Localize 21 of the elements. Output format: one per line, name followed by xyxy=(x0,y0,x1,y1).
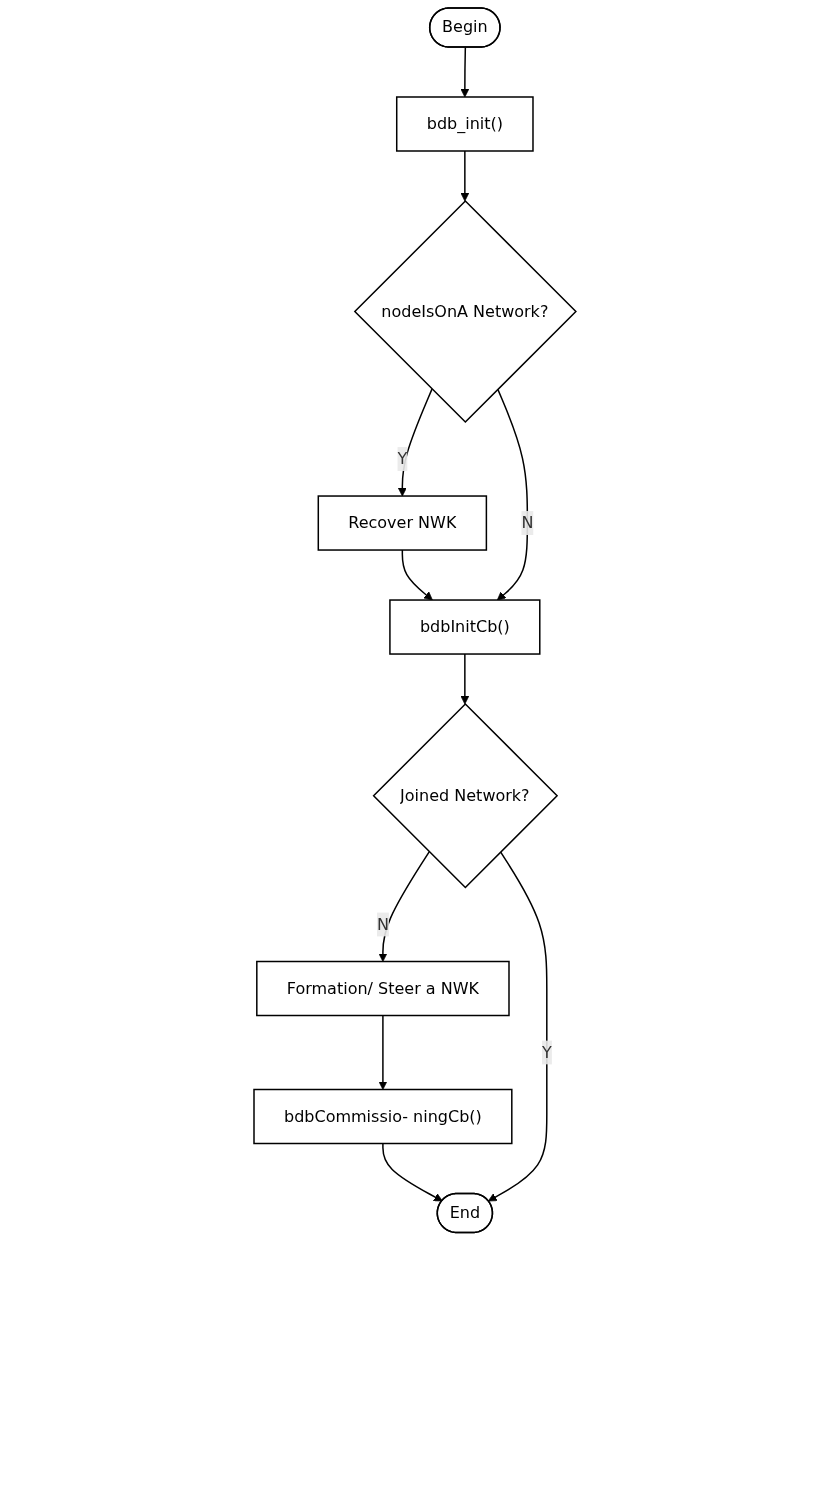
node-diamond: nodeIsOnA Network? xyxy=(353,199,577,424)
edge-label: N xyxy=(376,914,389,934)
node-box: bdbCommissio- ningCb() xyxy=(253,1088,513,1145)
arrow xyxy=(398,388,433,497)
arrow xyxy=(460,46,470,98)
edge-label: Y xyxy=(397,449,408,469)
arrow xyxy=(382,1142,443,1202)
arrow xyxy=(488,851,548,1202)
node-box: bdbInitCb() xyxy=(389,599,541,655)
arrow xyxy=(460,150,470,202)
arrow xyxy=(378,851,430,962)
node-box: bdb_init() xyxy=(396,96,534,152)
arrow xyxy=(460,653,470,705)
node-box: Recover NWK xyxy=(317,495,488,551)
edge-label: N xyxy=(521,513,534,533)
arrow xyxy=(378,1014,388,1090)
node-diamond: Joined Network? xyxy=(372,702,559,889)
node-box: Formation/ Steer a NWK xyxy=(256,960,510,1017)
arrow xyxy=(401,549,433,601)
edge-label: Y xyxy=(541,1042,552,1062)
arrow xyxy=(497,388,529,601)
